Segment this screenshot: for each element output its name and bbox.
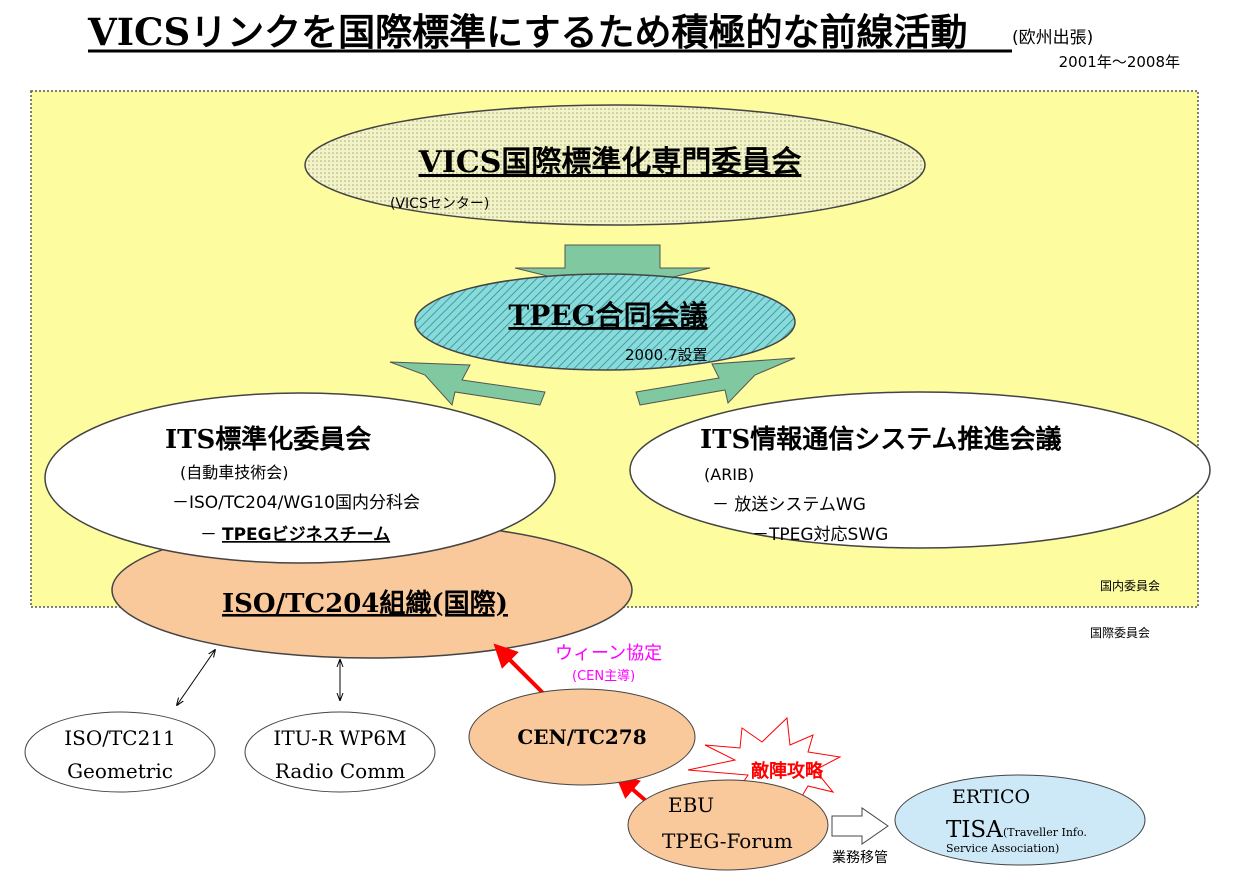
- itu-line1: ITU-R WP6M: [273, 726, 406, 750]
- iso-tc204-title: ISO/TC204組織(国際): [222, 588, 508, 619]
- ebu-line1: EBU: [668, 793, 714, 817]
- ertico-line2: TISA: [946, 817, 1003, 843]
- tpeg-title: TPEG合同会議: [508, 299, 707, 332]
- up-arrow-right-icon: [635, 357, 796, 406]
- node-iso-tc211: ISO/TC211 Geometric: [24, 711, 216, 793]
- its-info-line2: － 放送システムWG: [712, 495, 866, 515]
- node-its-standardization-committee: ITS標準化委員会 (自動車技術会) －ISO/TC204/WG10国内分科会 …: [44, 392, 556, 564]
- transfer-label: 業務移管: [832, 850, 888, 866]
- its-info-line1: (ARIB): [704, 465, 754, 484]
- attack-label: 敵陣攻略: [751, 760, 824, 782]
- vienna-agreement-label: ウィーン協定: [555, 643, 662, 664]
- its-std-title: ITS標準化委員会: [165, 424, 371, 455]
- up-arrow-left-icon: [389, 361, 546, 407]
- node-vics-committee: VICS国際標準化専門委員会 (VICSセンター): [304, 104, 926, 226]
- red-arrow-cen-to-tc204: [493, 643, 547, 697]
- its-std-line2: －ISO/TC204/WG10国内分科会: [172, 493, 420, 513]
- node-itu-r: ITU-R WP6M Radio Comm: [244, 711, 436, 793]
- ertico-line3: Service Association): [946, 842, 1059, 855]
- node-ebu-tpeg-forum: EBU TPEG-Forum: [627, 779, 829, 871]
- vics-title: VICS国際標準化専門委員会: [418, 145, 802, 180]
- international-committee-label: 国際委員会: [1090, 626, 1150, 640]
- domestic-committee-label: 国内委員会: [1100, 579, 1160, 593]
- its-std-line3: TPEGビジネスチーム: [222, 525, 390, 545]
- node-cen-tc278: CEN/TC278: [468, 688, 696, 786]
- vics-sub: (VICSセンター): [390, 196, 489, 212]
- node-its-info-comm-council: ITS情報通信システム推進会議 (ARIB) － 放送システムWG －TPEG対…: [629, 391, 1211, 549]
- transfer-arrow-icon: [831, 807, 889, 845]
- tc211-line2: Geometric: [67, 759, 173, 783]
- page-title: VICSリンクを国際標準にするため積極的な前線活動 (欧州出張) 2001年〜2…: [87, 10, 1180, 71]
- ertico-line2-sub: (Traveller Info.: [1003, 826, 1087, 839]
- link-tc211-tc204: [177, 650, 215, 705]
- red-arrow-ebu-to-cen: [614, 774, 647, 802]
- its-std-line1: (自動車技術会): [180, 463, 289, 482]
- cen-title: CEN/TC278: [517, 725, 646, 749]
- starburst-icon: 敵陣攻略: [687, 716, 842, 810]
- title-text: VICSリンクを国際標準にするため積極的な前線活動: [87, 10, 968, 54]
- node-tpeg-joint-meeting: TPEG合同会議 2000.7設置: [414, 273, 796, 371]
- node-ertico-tisa: ERTICO TISA (Traveller Info. Service Ass…: [894, 774, 1146, 866]
- tc211-line1: ISO/TC211: [64, 726, 176, 750]
- ebu-line2: TPEG-Forum: [662, 829, 793, 853]
- title-period: 2001年〜2008年: [1059, 53, 1180, 71]
- ertico-line1: ERTICO: [952, 786, 1030, 808]
- tpeg-sub: 2000.7設置: [625, 346, 708, 364]
- title-suffix: (欧州出張): [1012, 28, 1093, 48]
- its-info-title: ITS情報通信システム推進会議: [700, 424, 1062, 455]
- vienna-agreement-sub: (CEN主導): [572, 669, 635, 684]
- its-info-line3: －TPEG対応SWG: [752, 525, 888, 545]
- itu-line2: Radio Comm: [275, 759, 405, 783]
- its-std-line3-prefix: －: [200, 525, 217, 545]
